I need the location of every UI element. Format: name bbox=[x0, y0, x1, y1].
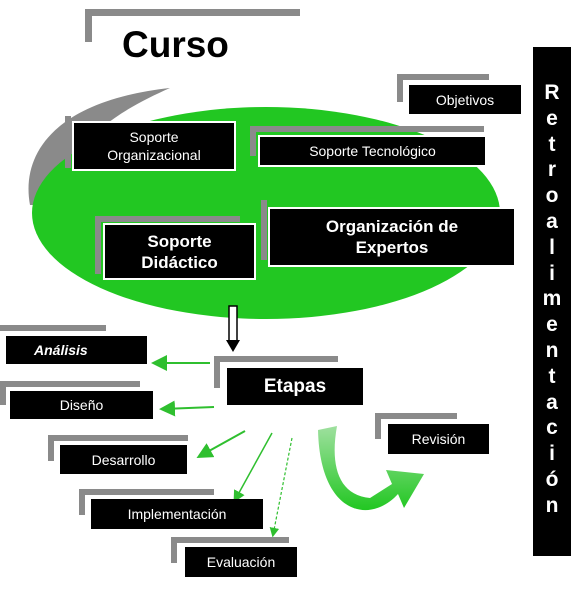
organizacion-expertos-line1: Organización de bbox=[325, 217, 459, 236]
side-label-letter: l bbox=[549, 235, 555, 259]
soporte-organizacional-shadow bbox=[65, 116, 71, 168]
soporte-tecnologico-shadow bbox=[250, 126, 256, 156]
organizacion-expertos-shadow bbox=[261, 200, 267, 260]
side-label-letter: R bbox=[544, 81, 560, 104]
soporte-tecnologico-shadow bbox=[250, 126, 484, 132]
diseno-label: Diseño bbox=[59, 397, 104, 413]
arrow-to-diseno bbox=[159, 400, 215, 417]
objetivos-shadow bbox=[397, 74, 489, 80]
diseno-shadow bbox=[0, 381, 6, 405]
down-arrow-shaft bbox=[228, 305, 238, 343]
revision-shadow bbox=[375, 413, 457, 419]
revision-label: Revisión bbox=[411, 431, 466, 447]
objetivos-shadow bbox=[397, 74, 403, 102]
soporte-didactico-line2: Didáctico bbox=[141, 252, 218, 272]
arrow-to-desarrollo bbox=[196, 430, 246, 458]
etapas-box: Etapas bbox=[227, 368, 363, 405]
desarrollo-shadow bbox=[48, 435, 188, 441]
curved-arrow-to-revision bbox=[318, 426, 424, 511]
title-frame-top bbox=[85, 9, 300, 16]
side-label-letter: a bbox=[546, 209, 558, 233]
etapas-shadow bbox=[214, 356, 338, 362]
soporte-didactico-shadow bbox=[95, 216, 240, 222]
side-label-letter: t bbox=[548, 364, 556, 388]
desarrollo-box: Desarrollo bbox=[60, 445, 187, 474]
soporte-organizacional-box: Soporte Organizacional bbox=[72, 121, 236, 171]
arrow-to-evaluacion bbox=[269, 437, 293, 538]
implementacion-label: Implementación bbox=[127, 506, 227, 522]
implementacion-box: Implementación bbox=[91, 499, 263, 529]
diseno-box: Diseño bbox=[10, 391, 153, 419]
analisis-label: Análisis bbox=[34, 342, 88, 358]
side-label-letter: m bbox=[542, 287, 562, 311]
side-label-letter: i bbox=[549, 442, 555, 466]
analisis-shadow bbox=[0, 325, 106, 331]
soporte-didactico-line1: Soporte bbox=[147, 231, 212, 251]
objetivos-label: Objetivos bbox=[435, 91, 495, 108]
down-arrow-head bbox=[226, 340, 240, 352]
side-label-letter: e bbox=[546, 106, 558, 130]
etapas-shadow bbox=[214, 356, 220, 388]
analisis-box: Análisis bbox=[6, 336, 147, 364]
evaluacion-shadow bbox=[171, 537, 177, 563]
side-label-letter: n bbox=[545, 493, 559, 517]
objetivos-box: Objetivos bbox=[409, 85, 521, 114]
soporte-didactico-box: Soporte Didáctico bbox=[103, 223, 256, 280]
arrow-to-implementacion bbox=[233, 432, 273, 503]
side-label-letter: c bbox=[546, 416, 558, 440]
title-frame-left bbox=[85, 9, 92, 42]
evaluacion-box: Evaluación bbox=[185, 547, 297, 577]
evaluacion-label: Evaluación bbox=[206, 554, 276, 570]
side-label-letter: e bbox=[546, 313, 558, 337]
soporte-organizacional-line1: Soporte bbox=[129, 129, 179, 145]
organizacion-expertos-box: Organización de Expertos bbox=[268, 207, 516, 267]
side-label-letter: n bbox=[545, 338, 559, 362]
side-label-letter: i bbox=[549, 261, 555, 285]
etapas-label: Etapas bbox=[263, 375, 327, 397]
evaluacion-shadow bbox=[171, 537, 289, 543]
side-label-letter: o bbox=[545, 184, 559, 208]
revision-box: Revisión bbox=[388, 424, 489, 454]
desarrollo-shadow bbox=[48, 435, 54, 461]
soporte-tecnologico-box: Soporte Tecnológico bbox=[258, 135, 487, 167]
diseno-shadow bbox=[0, 381, 140, 387]
side-label-letter: a bbox=[546, 390, 558, 414]
revision-shadow bbox=[375, 413, 381, 439]
organizacion-expertos-line2: Expertos bbox=[355, 238, 429, 257]
desarrollo-label: Desarrollo bbox=[91, 451, 156, 468]
page-title: Curso bbox=[122, 24, 229, 65]
soporte-didactico-shadow bbox=[95, 216, 101, 274]
soporte-tecnologico-label: Soporte Tecnológico bbox=[309, 143, 436, 159]
implementacion-shadow bbox=[79, 489, 85, 515]
side-label-letter: ó bbox=[545, 467, 559, 491]
implementacion-shadow bbox=[79, 489, 214, 495]
side-label-letter: t bbox=[548, 132, 556, 156]
side-label-letter: r bbox=[547, 158, 557, 182]
soporte-organizacional-line2: Organizacional bbox=[107, 147, 201, 163]
